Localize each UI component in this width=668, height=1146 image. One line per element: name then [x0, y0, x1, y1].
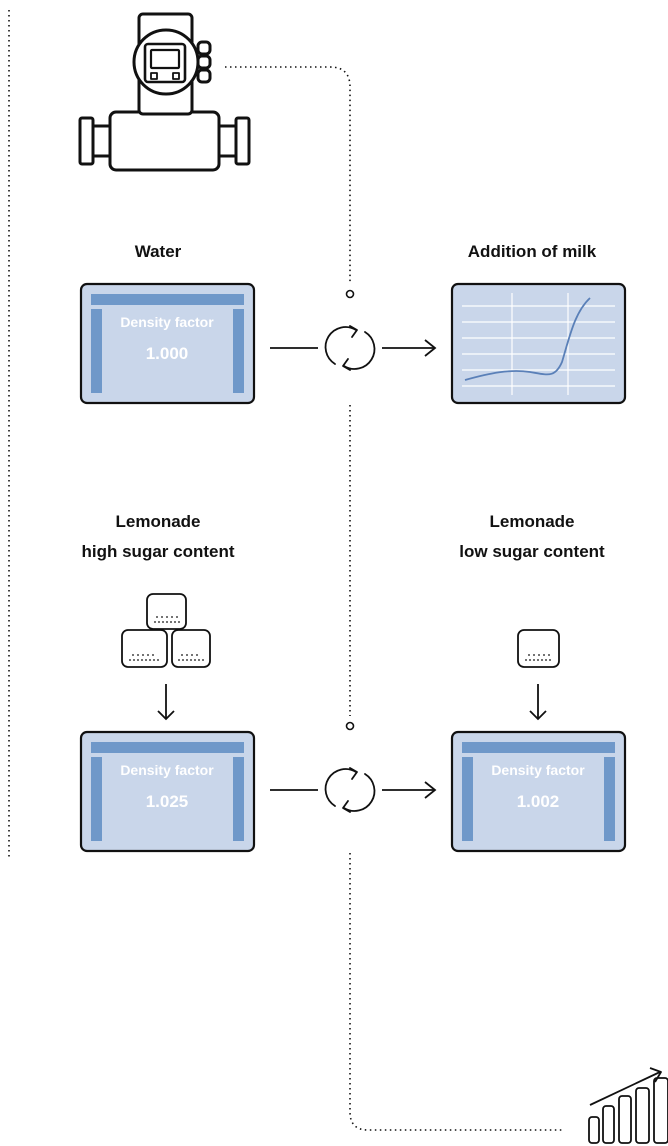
connector-middle-end [345, 721, 355, 731]
flowmeter-icon [78, 12, 251, 172]
density-panel-low-sugar: Density factor 1.002 [450, 730, 627, 853]
panel-value: 1.000 [146, 344, 189, 363]
connector-top-end [345, 289, 355, 299]
sugar-cube-icon [121, 593, 211, 668]
density-panel-water: Density factor 1.000 [79, 282, 256, 405]
arrow-down-high [157, 684, 175, 721]
panel-value: 1.002 [517, 792, 560, 811]
label-lemonade-low: Lemonade [489, 512, 574, 531]
panel-value: 1.025 [146, 792, 189, 811]
panel-caption: Density factor [120, 762, 214, 778]
label-milk: Addition of milk [468, 242, 597, 261]
milk-chart-panel [450, 282, 627, 405]
arrow-head-1 [424, 339, 437, 357]
label-water: Water [135, 242, 182, 261]
arrow-head-2 [424, 781, 437, 799]
density-panel-high-sugar: Density factor 1.025 [79, 730, 256, 853]
label-lemonade-high: Lemonade [115, 512, 200, 531]
label-high-sugar: high sugar content [82, 542, 235, 561]
sugar-cube-icon-low [517, 629, 560, 668]
connector-bottom [349, 853, 562, 1131]
connector-top [225, 66, 351, 284]
growth-bar-chart-icon [588, 1067, 668, 1144]
refresh-cycle-icon [324, 325, 376, 371]
refresh-cycle-icon-2 [324, 767, 376, 813]
label-low-sugar: low sugar content [459, 542, 605, 561]
arrow-down-low [529, 684, 547, 721]
panel-caption: Density factor [491, 762, 585, 778]
panel-caption: Density factor [120, 314, 214, 330]
milk-curve [464, 297, 591, 381]
